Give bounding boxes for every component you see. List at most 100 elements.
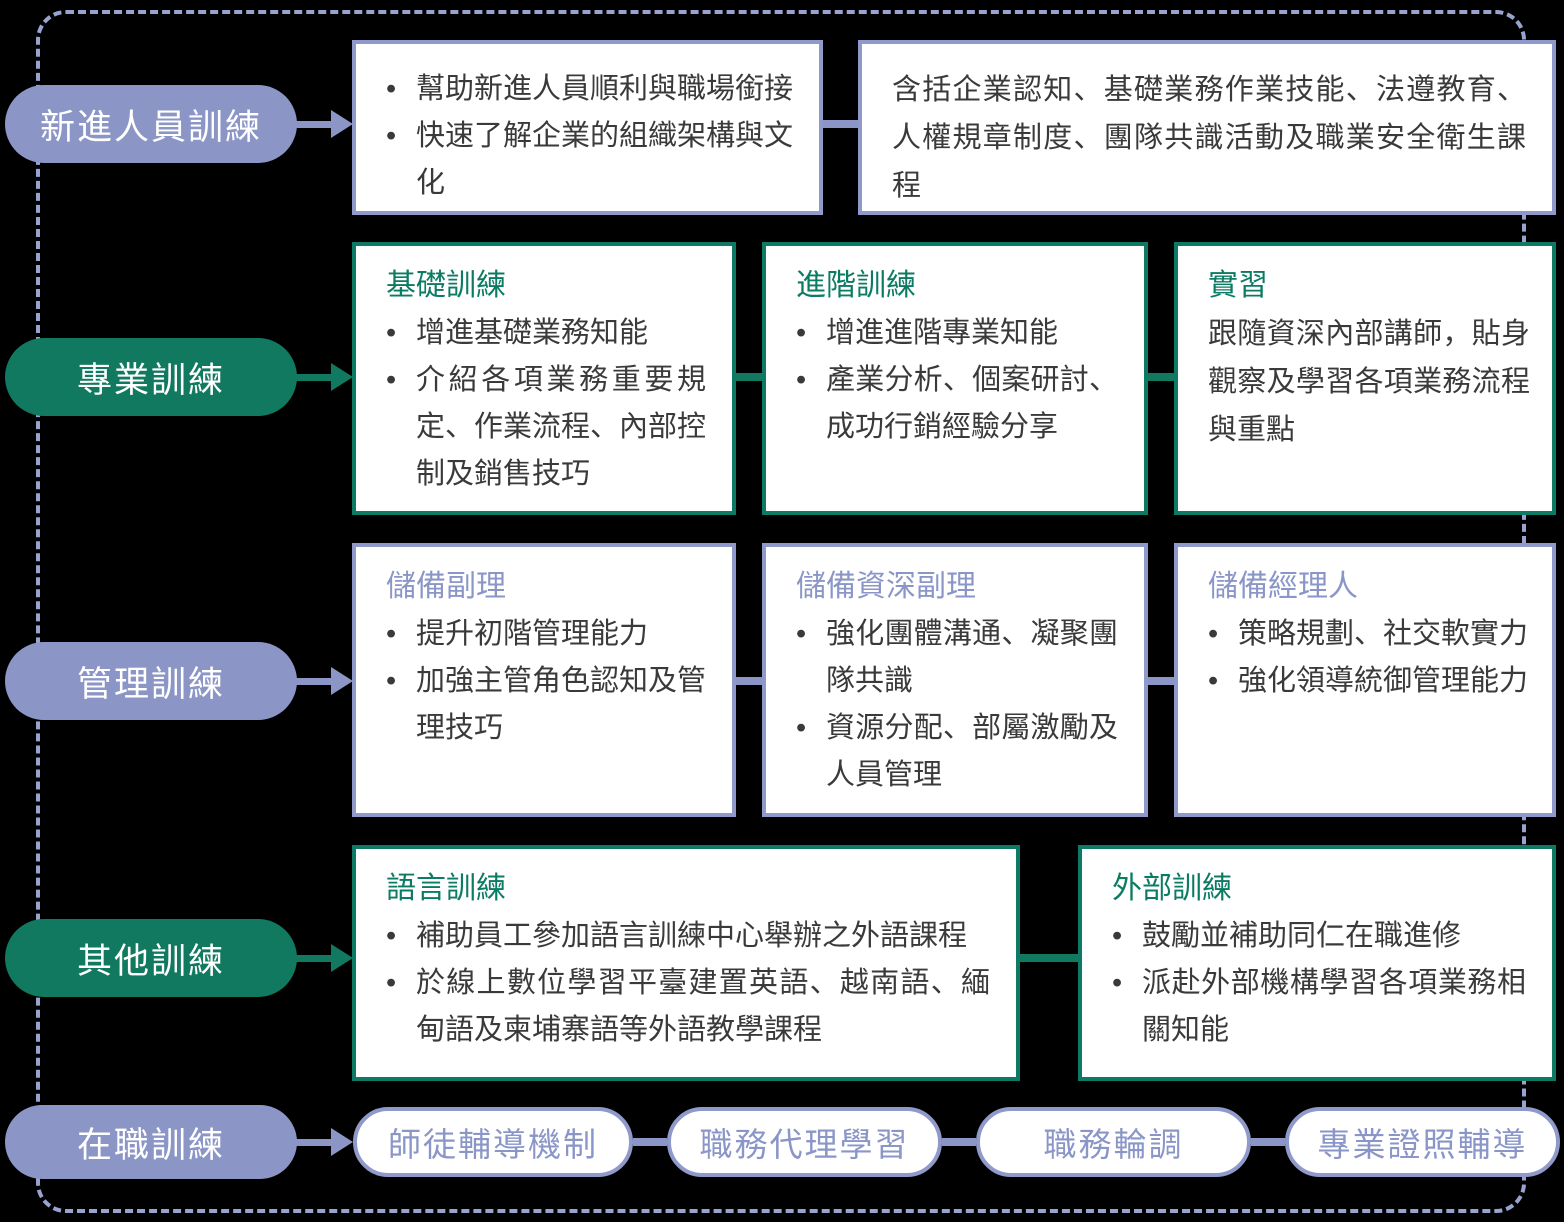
content-box-basic-training: 基礎訓練 • 增進基礎業務知能 • 介紹各項業務重要規定、作業流程、內部控制及銷… <box>352 242 736 515</box>
bullet-text: 介紹各項業務重要規定、作業流程、內部控制及銷售技巧 <box>416 364 707 490</box>
bullet-item: • 強化領導統御管理能力 <box>1208 658 1532 705</box>
box-title: 儲備副理 <box>386 570 506 603</box>
content-box-junior-manager: 儲備副理 • 提升初階管理能力 • 加強主管角色認知及管理技巧 <box>352 543 736 817</box>
box-title: 實習 <box>1208 269 1268 302</box>
bullet-text: 幫助新進人員順利與職場銜接 <box>416 73 794 105</box>
sub-pill-label: 師徒輔導機制 <box>388 1126 598 1163</box>
bullet-dot: • <box>386 967 397 999</box>
category-label: 專業訓練 <box>76 360 225 400</box>
connector-line <box>1148 373 1174 381</box>
bullet-text: 派赴外部機構學習各項業務相關知能 <box>1142 967 1526 1046</box>
content-box-reserve-manager: 儲備經理人 • 策略規劃、社交軟實力 • 強化領導統御管理能力 <box>1174 543 1556 817</box>
connector-line <box>1020 954 1078 962</box>
bullet-dot: • <box>796 317 807 349</box>
bullet-text: 增進進階專業知能 <box>826 317 1059 349</box>
connector-line <box>1251 1138 1285 1146</box>
bullet-text: 提升初階管理能力 <box>416 618 649 650</box>
bullet-item: • 鼓勵並補助同仁在職進修 <box>1112 913 1526 960</box>
sub-pill-label: 職務輪調 <box>1043 1126 1184 1163</box>
sub-pill-deputy-learning: 職務代理學習 <box>667 1107 942 1177</box>
bullet-dot: • <box>386 364 397 396</box>
arrow-head-icon <box>331 944 353 972</box>
bullet-item: • 提升初階管理能力 <box>386 611 706 658</box>
arrow-shaft-icon <box>296 374 332 381</box>
category-label: 在職訓練 <box>76 1125 225 1165</box>
box-title: 儲備經理人 <box>1208 570 1358 603</box>
content-box-new-employee-courses: 含括企業認知、基礎業務作業技能、法遵教育、人權規章制度、團隊共識活動及職業安全衛… <box>858 40 1556 215</box>
sub-pill-mentorship-program: 師徒輔導機制 <box>353 1107 633 1177</box>
arrow-shaft-icon <box>296 121 332 128</box>
category-label: 新進人員訓練 <box>39 107 262 147</box>
connector-line <box>736 677 762 685</box>
bullet-item: • 補助員工參加語言訓練中心舉辦之外語課程 <box>386 913 990 960</box>
content-box-senior-associate-manager: 儲備資深副理 • 強化團體溝通、凝聚團隊共識 • 資源分配、部屬激勵及人員管理 <box>762 543 1148 817</box>
bullet-text: 策略規劃、社交軟實力 <box>1238 618 1529 650</box>
arrow-shaft-icon <box>296 678 332 685</box>
bullet-item: • 資源分配、部屬激勵及人員管理 <box>796 705 1118 799</box>
category-pill-management-training: 管理訓練 <box>5 642 297 720</box>
category-pill-on-the-job-training: 在職訓練 <box>5 1105 297 1179</box>
arrow-shaft-icon <box>296 955 332 962</box>
bullet-text: 強化團體溝通、凝聚團隊共識 <box>826 618 1118 697</box>
category-pill-new-employee-training: 新進人員訓練 <box>5 85 297 163</box>
content-box-advanced-training: 進階訓練 • 增進進階專業知能 • 產業分析、個案研討、成功行銷經驗分享 <box>762 242 1148 515</box>
sub-pill-label: 職務代理學習 <box>699 1126 910 1163</box>
sub-pill-label: 專業證照輔導 <box>1317 1126 1528 1163</box>
bullet-item: • 快速了解企業的組織架構與文化 <box>386 113 793 207</box>
category-label: 管理訓練 <box>76 664 225 704</box>
category-pill-professional-training: 專業訓練 <box>5 338 297 416</box>
arrow-head-icon <box>331 667 353 695</box>
bullet-text: 強化領導統御管理能力 <box>1238 665 1529 697</box>
box-title: 語言訓練 <box>386 872 506 905</box>
bullet-item: • 策略規劃、社交軟實力 <box>1208 611 1532 658</box>
content-box-internship: 實習 跟隨資深內部講師，貼身觀察及學習各項業務流程與重點 <box>1174 242 1556 515</box>
box-body: 跟隨資深內部講師，貼身觀察及學習各項業務流程與重點 <box>1208 318 1530 446</box>
bullet-text: 加強主管角色認知及管理技巧 <box>416 665 707 744</box>
connector-line <box>736 373 762 381</box>
bullet-dot: • <box>386 618 397 650</box>
category-pill-other-training: 其他訓練 <box>5 919 297 997</box>
bullet-text: 產業分析、個案研討、成功行銷經驗分享 <box>826 364 1118 443</box>
connector-line <box>633 1138 667 1146</box>
bullet-item: • 強化團體溝通、凝聚團隊共識 <box>796 611 1118 705</box>
box-title: 基礎訓練 <box>386 269 506 302</box>
bullet-item: • 產業分析、個案研討、成功行銷經驗分享 <box>796 357 1118 451</box>
bullet-dot: • <box>386 73 397 105</box>
connector-line <box>823 120 858 128</box>
arrow-head-icon <box>331 1128 353 1156</box>
content-box-external-training: 外部訓練 • 鼓勵並補助同仁在職進修 • 派赴外部機構學習各項業務相關知能 <box>1078 845 1556 1081</box>
box-title: 進階訓練 <box>796 269 916 302</box>
bullet-dot: • <box>796 364 807 396</box>
bullet-dot: • <box>1112 967 1123 999</box>
connector-line <box>942 1138 976 1146</box>
box-body: 含括企業認知、基礎業務作業技能、法遵教育、人權規章制度、團隊共識活動及職業安全衛… <box>892 74 1526 202</box>
bullet-text: 於線上數位學習平臺建置英語、越南語、緬甸語及柬埔寨語等外語教學課程 <box>416 967 990 1046</box>
arrow-head-icon <box>331 110 353 138</box>
bullet-item: • 於線上數位學習平臺建置英語、越南語、緬甸語及柬埔寨語等外語教學課程 <box>386 960 990 1054</box>
arrow-head-icon <box>331 363 353 391</box>
bullet-dot: • <box>1112 920 1123 952</box>
box-title: 外部訓練 <box>1112 872 1232 905</box>
bullet-dot: • <box>1208 665 1219 697</box>
bullet-dot: • <box>1208 618 1219 650</box>
bullet-dot: • <box>386 665 397 697</box>
box-title: 儲備資深副理 <box>796 570 976 603</box>
content-box-new-employee-goals: • 幫助新進人員順利與職場銜接 • 快速了解企業的組織架構與文化 <box>352 40 823 215</box>
bullet-text: 補助員工參加語言訓練中心舉辦之外語課程 <box>416 920 968 952</box>
bullet-text: 資源分配、部屬激勵及人員管理 <box>826 712 1118 791</box>
bullet-dot: • <box>796 712 807 744</box>
bullet-text: 鼓勵並補助同仁在職進修 <box>1142 920 1462 952</box>
bullet-item: • 加強主管角色認知及管理技巧 <box>386 658 706 752</box>
bullet-text: 增進基礎業務知能 <box>416 317 649 349</box>
sub-pill-job-rotation: 職務輪調 <box>976 1107 1251 1177</box>
bullet-dot: • <box>386 120 397 152</box>
bullet-item: • 增進基礎業務知能 <box>386 310 706 357</box>
bullet-dot: • <box>386 920 397 952</box>
bullet-item: • 派赴外部機構學習各項業務相關知能 <box>1112 960 1526 1054</box>
category-label: 其他訓練 <box>76 941 225 981</box>
bullet-item: • 增進進階專業知能 <box>796 310 1118 357</box>
bullet-item: • 介紹各項業務重要規定、作業流程、內部控制及銷售技巧 <box>386 357 706 498</box>
arrow-shaft-icon <box>296 1139 332 1146</box>
bullet-dot: • <box>386 317 397 349</box>
